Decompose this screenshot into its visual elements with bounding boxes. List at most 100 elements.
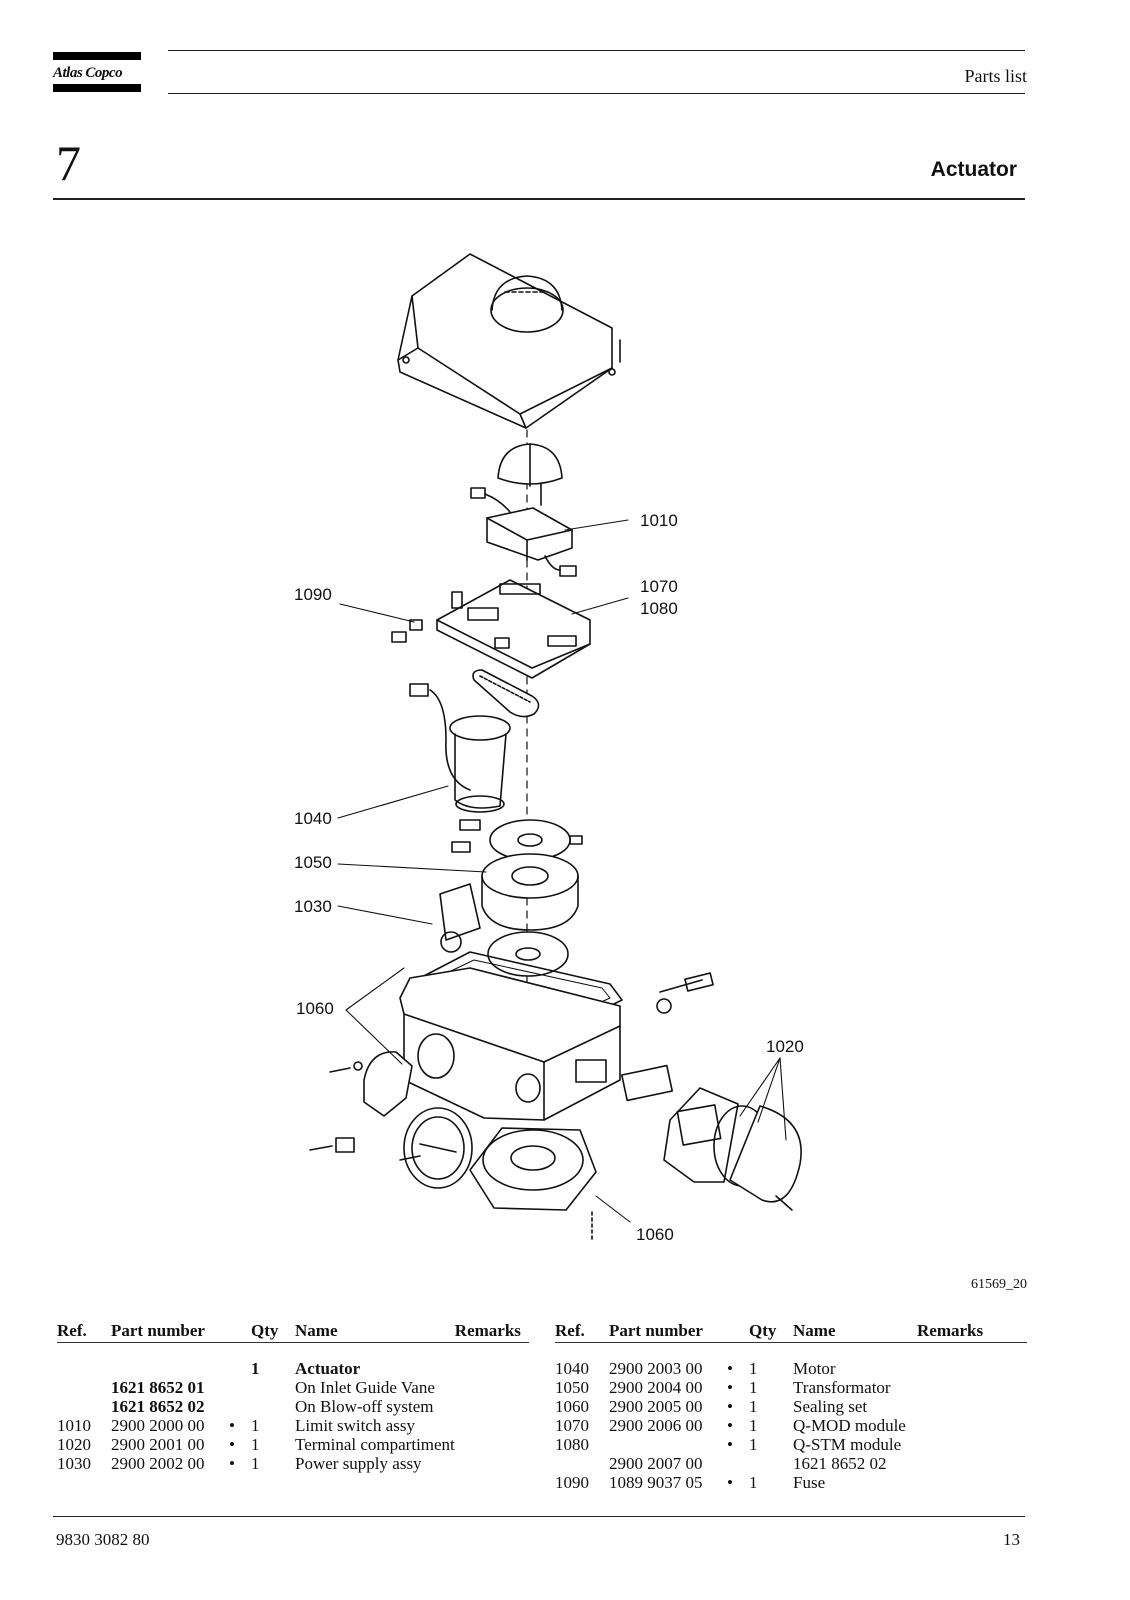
cell-qty bbox=[251, 1378, 295, 1397]
cell-part-number: 2900 2007 00 bbox=[609, 1454, 703, 1473]
cell-part-number: 1089 9037 05 bbox=[609, 1473, 703, 1492]
section-label: Parts list bbox=[964, 66, 1027, 86]
col-remarks: Remarks bbox=[917, 1320, 1027, 1343]
sealing-disc-lower bbox=[487, 931, 569, 977]
cell-ref: 1010 bbox=[57, 1416, 91, 1435]
cell-ref: 1050 bbox=[555, 1378, 589, 1397]
cell-bullet: • bbox=[229, 1435, 235, 1454]
cell-ref: 1030 bbox=[57, 1454, 91, 1473]
cell-part-number: 2900 2001 00 bbox=[111, 1435, 205, 1454]
chapter-number: 7 bbox=[56, 135, 81, 191]
col-name: Name bbox=[295, 1320, 455, 1343]
cell-part-number: 1621 8652 02 bbox=[111, 1397, 205, 1416]
col-remarks: Remarks bbox=[454, 1320, 529, 1343]
cell-name: Terminal compartiment bbox=[295, 1435, 455, 1454]
cell-remarks bbox=[455, 1378, 529, 1397]
cell-remarks bbox=[455, 1416, 529, 1435]
cell-remarks bbox=[455, 1454, 529, 1473]
elbow-fitting-part bbox=[309, 1051, 413, 1153]
cell-bullet: • bbox=[727, 1397, 733, 1416]
cell-name: Sealing set bbox=[793, 1397, 868, 1416]
handwheel-part bbox=[399, 1107, 473, 1189]
leader-1090 bbox=[339, 603, 415, 623]
brand-name: Atlas Copco bbox=[53, 65, 123, 81]
col-part-number: Part number bbox=[111, 1320, 251, 1343]
cell-remarks bbox=[917, 1473, 1027, 1492]
cell-name: Actuator bbox=[295, 1359, 361, 1378]
cell-name: Fuse bbox=[793, 1473, 826, 1492]
cell-part-number bbox=[609, 1435, 727, 1454]
leader-1020c bbox=[779, 1057, 787, 1141]
cell-bullet bbox=[229, 1359, 251, 1378]
chapter-title: Actuator bbox=[930, 158, 1017, 181]
cell-name: Limit switch assy bbox=[295, 1416, 415, 1435]
cell-remarks bbox=[917, 1435, 1027, 1454]
leader-1010 bbox=[564, 519, 629, 531]
cell-ref bbox=[57, 1359, 111, 1378]
table-header-row: Ref. Part number Qty Name Remarks bbox=[57, 1320, 529, 1343]
cell-ref: 1090 bbox=[555, 1473, 589, 1492]
cell-bullet bbox=[727, 1454, 749, 1473]
callout-1020: 1020 bbox=[766, 1037, 804, 1056]
table-spacer-row bbox=[555, 1343, 1027, 1360]
bottom-flange-part bbox=[469, 1127, 597, 1241]
leader-1060a bbox=[345, 967, 405, 1011]
cell-bullet: • bbox=[727, 1416, 733, 1435]
callout-1040: 1040 bbox=[294, 809, 332, 828]
leader-1030 bbox=[337, 905, 433, 925]
cell-remarks bbox=[455, 1397, 529, 1416]
cell-remarks bbox=[917, 1378, 1027, 1397]
col-qty: Qty bbox=[251, 1320, 295, 1343]
cell-ref bbox=[57, 1397, 111, 1416]
cell-ref bbox=[555, 1454, 609, 1473]
leader-lines bbox=[337, 519, 787, 1223]
callout-1080: 1080 bbox=[640, 599, 678, 618]
cell-name: 1621 8652 02 bbox=[793, 1454, 887, 1473]
cell-part-number: 2900 2002 00 bbox=[111, 1454, 205, 1473]
cell-qty bbox=[251, 1397, 295, 1416]
cell-part-number: 2900 2005 00 bbox=[609, 1397, 703, 1416]
cell-name: Transformator bbox=[793, 1378, 891, 1397]
cell-name: On Blow-off system bbox=[295, 1397, 434, 1416]
cell-remarks bbox=[917, 1454, 1027, 1473]
power-supply-part bbox=[439, 883, 481, 953]
callout-1060-upper: 1060 bbox=[296, 999, 334, 1018]
leader-1070-1080 bbox=[571, 597, 629, 615]
col-ref: Ref. bbox=[555, 1320, 609, 1343]
callout-1010: 1010 bbox=[640, 511, 678, 530]
atlas-copco-logo: Atlas Copco bbox=[53, 52, 141, 92]
cell-bullet: • bbox=[229, 1416, 235, 1435]
table-header-row: Ref. Part number Qty Name Remarks bbox=[555, 1320, 1027, 1343]
pcb-module-part bbox=[391, 579, 591, 679]
terminal-compartment-part bbox=[620, 972, 802, 1211]
housing-part bbox=[399, 967, 621, 1121]
callout-1070: 1070 bbox=[640, 577, 678, 596]
cell-ref: 1040 bbox=[555, 1359, 589, 1378]
leader-1060b bbox=[345, 1009, 403, 1065]
chapter-rule bbox=[53, 198, 1025, 200]
cell-bullet: • bbox=[727, 1378, 733, 1397]
cell-part-number: 1621 8652 01 bbox=[111, 1378, 205, 1397]
limit-switch-part bbox=[470, 483, 577, 577]
cell-remarks bbox=[455, 1359, 529, 1378]
col-ref: Ref. bbox=[57, 1320, 111, 1343]
cell-bullet: • bbox=[727, 1435, 733, 1454]
cell-qty: 1 bbox=[749, 1416, 758, 1435]
cell-ref: 1070 bbox=[555, 1416, 589, 1435]
leader-1020a bbox=[739, 1057, 781, 1117]
cell-ref: 1060 bbox=[555, 1397, 589, 1416]
cell-bullet: • bbox=[727, 1359, 733, 1378]
leader-1060c bbox=[595, 1195, 631, 1223]
cell-part-number bbox=[111, 1359, 229, 1378]
cell-qty: 1 bbox=[749, 1378, 758, 1397]
cell-bullet bbox=[229, 1378, 251, 1397]
cell-ref bbox=[57, 1378, 111, 1397]
